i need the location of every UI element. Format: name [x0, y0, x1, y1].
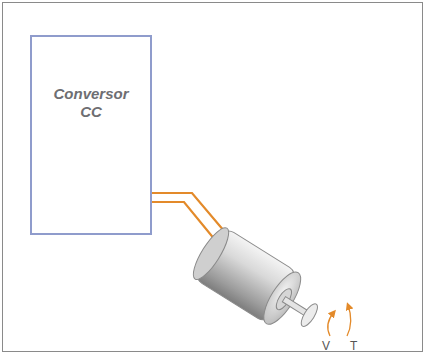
- rotation-arrows: [328, 305, 351, 336]
- motor: [187, 223, 329, 343]
- quantity-label: T: [350, 339, 357, 353]
- quantity-label: V: [322, 339, 330, 353]
- box-label: Conversor CC: [46, 85, 136, 121]
- converter-box: Conversor CC: [30, 35, 152, 235]
